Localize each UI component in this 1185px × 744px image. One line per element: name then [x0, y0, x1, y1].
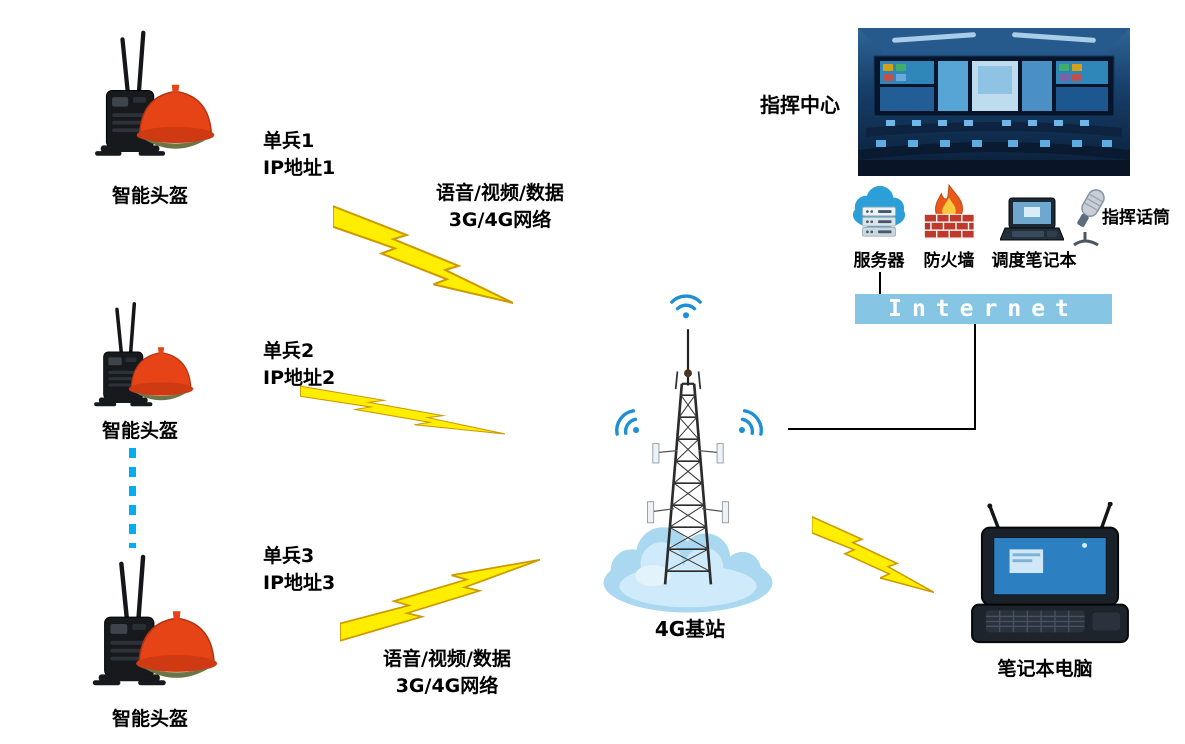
connector-internet-to-tower-horizontal	[788, 428, 976, 430]
soldier-1-ip: IP地址1	[263, 157, 336, 179]
dispatch-laptop-label: 调度笔记本	[991, 251, 1077, 271]
soldier-2-labels: 单兵2 IP地址2	[263, 338, 335, 392]
microphone-label: 指挥话筒	[1102, 208, 1170, 228]
server-label: 服务器	[853, 251, 905, 271]
server-icon	[852, 185, 906, 237]
smart-helmet-icon-3	[92, 554, 218, 686]
smart-helmet-icon-2	[94, 302, 194, 407]
internet-label: Internet	[888, 296, 1079, 322]
soldier-3-labels: 单兵3 IP地址3	[263, 543, 335, 597]
soldier-3-name: 单兵3	[263, 545, 315, 567]
base-station-tower-icon	[603, 329, 773, 613]
firewall-label: 防火墙	[923, 251, 975, 271]
link-caption-bottom: 语音/视频/数据 3G/4G网络	[352, 646, 542, 700]
signal-cloud-icon	[603, 527, 773, 613]
lightning-bolt-icon-1	[333, 205, 513, 304]
smart-helmet-label-1: 智能头盔	[111, 185, 188, 207]
wifi-signal-icon-top	[670, 294, 702, 319]
link-caption-top: 语音/视频/数据 3G/4G网络	[405, 180, 595, 234]
smart-helmet-label-3: 智能头盔	[111, 708, 188, 730]
link-caption-bottom-line1: 语音/视频/数据	[383, 648, 511, 670]
radio-body	[95, 90, 166, 156]
helmet-dome	[128, 347, 194, 401]
connector-server-to-internet	[879, 272, 881, 294]
base-station-label: 4G基站	[654, 617, 726, 641]
firewall-icon	[923, 183, 975, 239]
microphone-icon	[1073, 189, 1105, 247]
lightning-bolt-icon-3	[340, 558, 540, 643]
antenna-icons	[120, 30, 146, 99]
internet-bar: Internet	[855, 294, 1112, 324]
field-laptop-icon	[971, 502, 1129, 644]
soldier-1-labels: 单兵1 IP地址1	[263, 128, 335, 182]
soldier-3-ip: IP地址3	[263, 572, 336, 594]
antenna-panels	[647, 443, 729, 524]
command-center-photo	[858, 28, 1130, 176]
antenna-icons	[119, 554, 146, 626]
helmet-dome	[136, 611, 218, 678]
link-caption-bottom-line2: 3G/4G网络	[395, 675, 499, 697]
soldier-2-ip: IP地址2	[263, 367, 336, 389]
smart-helmet-icon-1	[95, 30, 215, 156]
command-center-label: 指挥中心	[760, 93, 840, 117]
soldier-2-name: 单兵2	[263, 340, 315, 362]
wifi-signal-icon-right	[738, 409, 763, 436]
continuation-dots	[129, 448, 136, 548]
field-laptop-label: 笔记本电脑	[997, 658, 1093, 680]
soldier-1-name: 单兵1	[263, 130, 315, 152]
link-caption-top-line1: 语音/视频/数据	[436, 182, 564, 204]
link-caption-top-line2: 3G/4G网络	[448, 209, 552, 231]
dispatch-laptop-icon	[1000, 197, 1064, 241]
lightning-bolt-icon-2	[300, 385, 505, 435]
smart-helmet-label-2: 智能头盔	[101, 420, 178, 442]
helmet-dome	[136, 84, 215, 149]
wifi-signal-icon-left	[615, 409, 640, 436]
lightning-bolt-icon-4	[812, 515, 934, 594]
connector-internet-to-tower-vertical	[974, 324, 976, 430]
antenna-icons	[115, 302, 137, 359]
